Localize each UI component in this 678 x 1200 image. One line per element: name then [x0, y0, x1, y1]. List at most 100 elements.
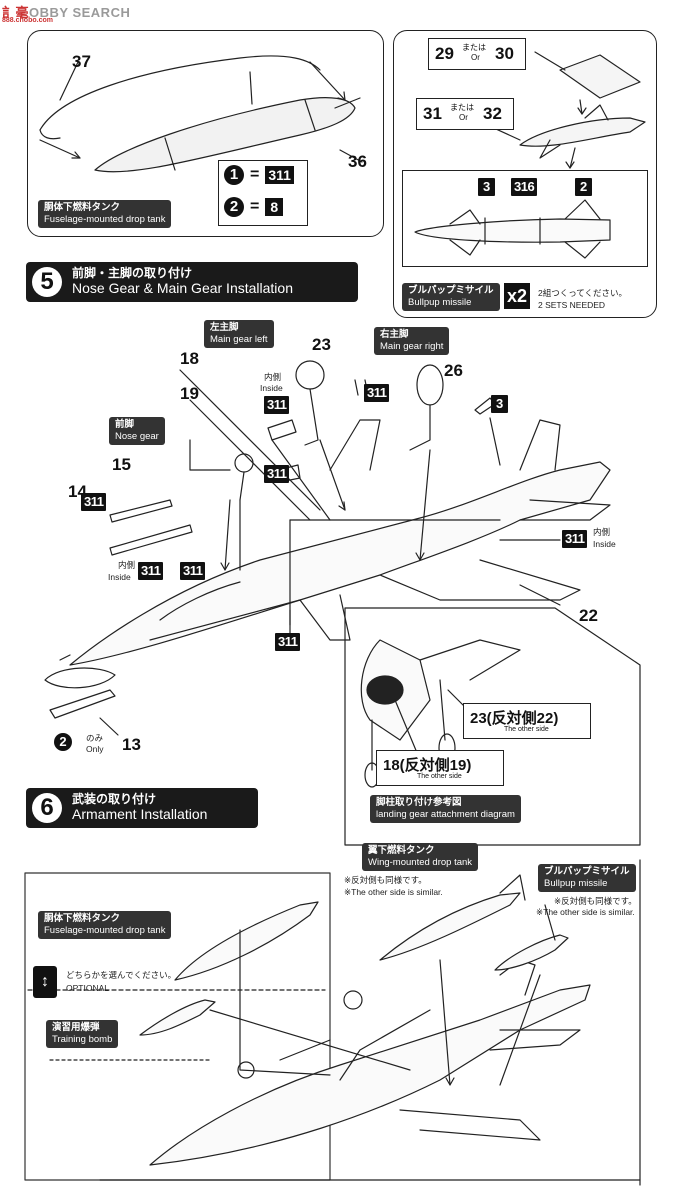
step-5-title-jp: 前脚・主脚の取り付け [72, 266, 193, 280]
landing-gear-ref-jp: 脚柱取り付け参考図 [376, 797, 462, 808]
nose-gear-jp: 前脚 [115, 419, 135, 430]
step-5-title-en: Nose Gear & Main Gear Installation [72, 280, 293, 296]
paint-311-e: 311 [138, 562, 164, 580]
optional-en: OPTIONAL [66, 983, 109, 993]
choice1-mid-en: Or [471, 53, 480, 62]
choice-29-30: 29 または Or 30 [428, 38, 526, 70]
fuselage-tank-step6-label: 胴体下燃料タンク Fuselage-mounted drop tank [38, 911, 172, 939]
optional-jp: どちらかを選んでください。 [66, 970, 177, 980]
paint-311-f: 311 [180, 562, 206, 580]
paint-311-g: 311 [562, 530, 588, 548]
bullpup-step6-label: ブルパップミサイル Bullpup missile [538, 864, 636, 892]
step-6-title-en: Armament Installation [72, 806, 208, 822]
part-18: 18 [180, 349, 199, 368]
wing-tank-label: 翼下燃料タンク Wing-mounted drop tank [362, 843, 479, 871]
paint-311-c: 311 [264, 465, 290, 483]
part-22: 22 [579, 606, 598, 625]
bullpup-label-en: Bullpup missile [408, 297, 472, 308]
legend-row-1: 1 = 311 [224, 165, 294, 185]
paint-311-b: 311 [364, 384, 390, 402]
wing-tank-similar-jp: ※反対側も同様です。 [344, 875, 427, 885]
landing-gear-ref-en: landing gear attachment diagram [376, 809, 515, 820]
step-6-title-jp: 武装の取り付け [72, 792, 157, 806]
wing-tank-en: Wing-mounted drop tank [368, 857, 473, 868]
ref-18-other-side: The other side [417, 773, 462, 780]
part-26: 26 [444, 361, 463, 380]
training-bomb-jp: 演習用爆弾 [52, 1022, 100, 1033]
inside-en-3: Inside [593, 539, 616, 549]
watermark-logo: 訁毫OBBY SEARCH 888.chobo.com [2, 2, 130, 24]
marking-1-icon: 1 [224, 165, 244, 185]
part-15: 15 [112, 455, 131, 474]
main-gear-right-en: Main gear right [380, 341, 444, 352]
choice1-a: 29 [435, 44, 454, 63]
wing-tank-similar-en: ※The other side is similar. [344, 887, 443, 897]
main-gear-left-en: Main gear left [210, 334, 268, 345]
inside-en-2: Inside [108, 572, 131, 582]
step-5-header: 5 前脚・主脚の取り付け Nose Gear & Main Gear Insta… [26, 262, 358, 302]
fuselage-tank-step6-en: Fuselage-mounted drop tank [44, 925, 166, 936]
step-6-title: 武装の取り付け Armament Installation [72, 792, 207, 822]
only-en: Only [86, 744, 104, 754]
ref-18-text: 18(反対側19) [383, 757, 472, 774]
part-19: 19 [180, 384, 199, 403]
choice-31-32: 31 または Or 32 [416, 98, 514, 130]
step-6-header: 6 武装の取り付け Armament Installation [26, 788, 258, 828]
training-bomb-en: Training bomb [52, 1034, 113, 1045]
choice1-mid-jp: または [462, 43, 486, 52]
legend-value-1: 311 [265, 166, 294, 184]
choice2-b: 32 [483, 104, 502, 123]
legend-eq-1: = [250, 166, 260, 183]
part-36: 36 [348, 152, 367, 171]
fuselage-tank-label: 胴体下燃料タンク Fuselage-mounted drop tank [38, 200, 172, 228]
fuselage-tank-label-jp: 胴体下燃料タンク [44, 202, 121, 213]
main-gear-right-jp: 右主脚 [380, 329, 409, 340]
legend-row-2: 2 = 8 [224, 197, 284, 217]
paint-311-d: 311 [81, 493, 107, 511]
choice2-a: 31 [423, 104, 442, 123]
bullpup-step6-en: Bullpup missile [544, 878, 608, 889]
paint-311-a: 311 [264, 396, 290, 414]
paint-tag-3-step5: 3 [491, 395, 508, 413]
choice2-mid-jp: または [450, 103, 474, 112]
bullpup-label-jp: ブルパップミサイル [408, 285, 494, 296]
legend-eq-2: = [250, 198, 260, 215]
only-marking-2-icon: 2 [54, 733, 72, 751]
only-jp: のみ [86, 733, 104, 743]
step-5-title: 前脚・主脚の取り付け Nose Gear & Main Gear Install… [72, 266, 293, 296]
main-gear-right-label: 右主脚 Main gear right [374, 327, 450, 355]
step-6-number: 6 [32, 793, 62, 823]
bullpup-similar-en: ※The other side is similar. [536, 907, 635, 917]
marking-2-icon: 2 [224, 197, 244, 217]
qty-badge: x2 [504, 283, 531, 309]
choice1-b: 30 [495, 44, 514, 63]
main-gear-left-label: 左主脚 Main gear left [204, 320, 274, 348]
paint-tag-316: 316 [511, 178, 538, 196]
fuselage-tank-step6-jp: 胴体下燃料タンク [44, 913, 121, 924]
part-13: 13 [122, 735, 141, 754]
bullpup-panel [393, 30, 657, 318]
inside-jp-1: 内側 [264, 372, 282, 382]
watermark-part1: 訁毫 [2, 5, 30, 20]
watermark-url: 888.chobo.com [2, 17, 53, 24]
choice2-mid-en: Or [459, 113, 468, 122]
inside-jp-3: 内側 [593, 527, 611, 537]
optional-arrow-icon: ↕ [33, 966, 57, 998]
inside-en-1: Inside [260, 383, 283, 393]
fuselage-tank-label-en: Fuselage-mounted drop tank [44, 214, 166, 225]
training-bomb-label: 演習用爆弾 Training bomb [46, 1020, 119, 1048]
missile-detail-box [402, 170, 648, 267]
ref-23-box: 23(反対側22) The other side [463, 703, 591, 739]
nose-gear-label: 前脚 Nose gear [109, 417, 165, 445]
paint-311-h: 311 [275, 633, 301, 651]
wing-tank-jp: 翼下燃料タンク [368, 845, 435, 856]
bullpup-step6-jp: ブルパップミサイル [544, 866, 630, 877]
qty-en: 2 SETS NEEDED [538, 300, 606, 310]
legend-value-2: 8 [265, 198, 284, 216]
bullpup-label: ブルパップミサイル Bullpup missile [402, 283, 500, 311]
paint-tag-2: 2 [575, 178, 592, 196]
part-23: 23 [312, 335, 331, 354]
qty-jp: 2組つくってください。 [538, 288, 628, 298]
part-37: 37 [72, 52, 91, 71]
